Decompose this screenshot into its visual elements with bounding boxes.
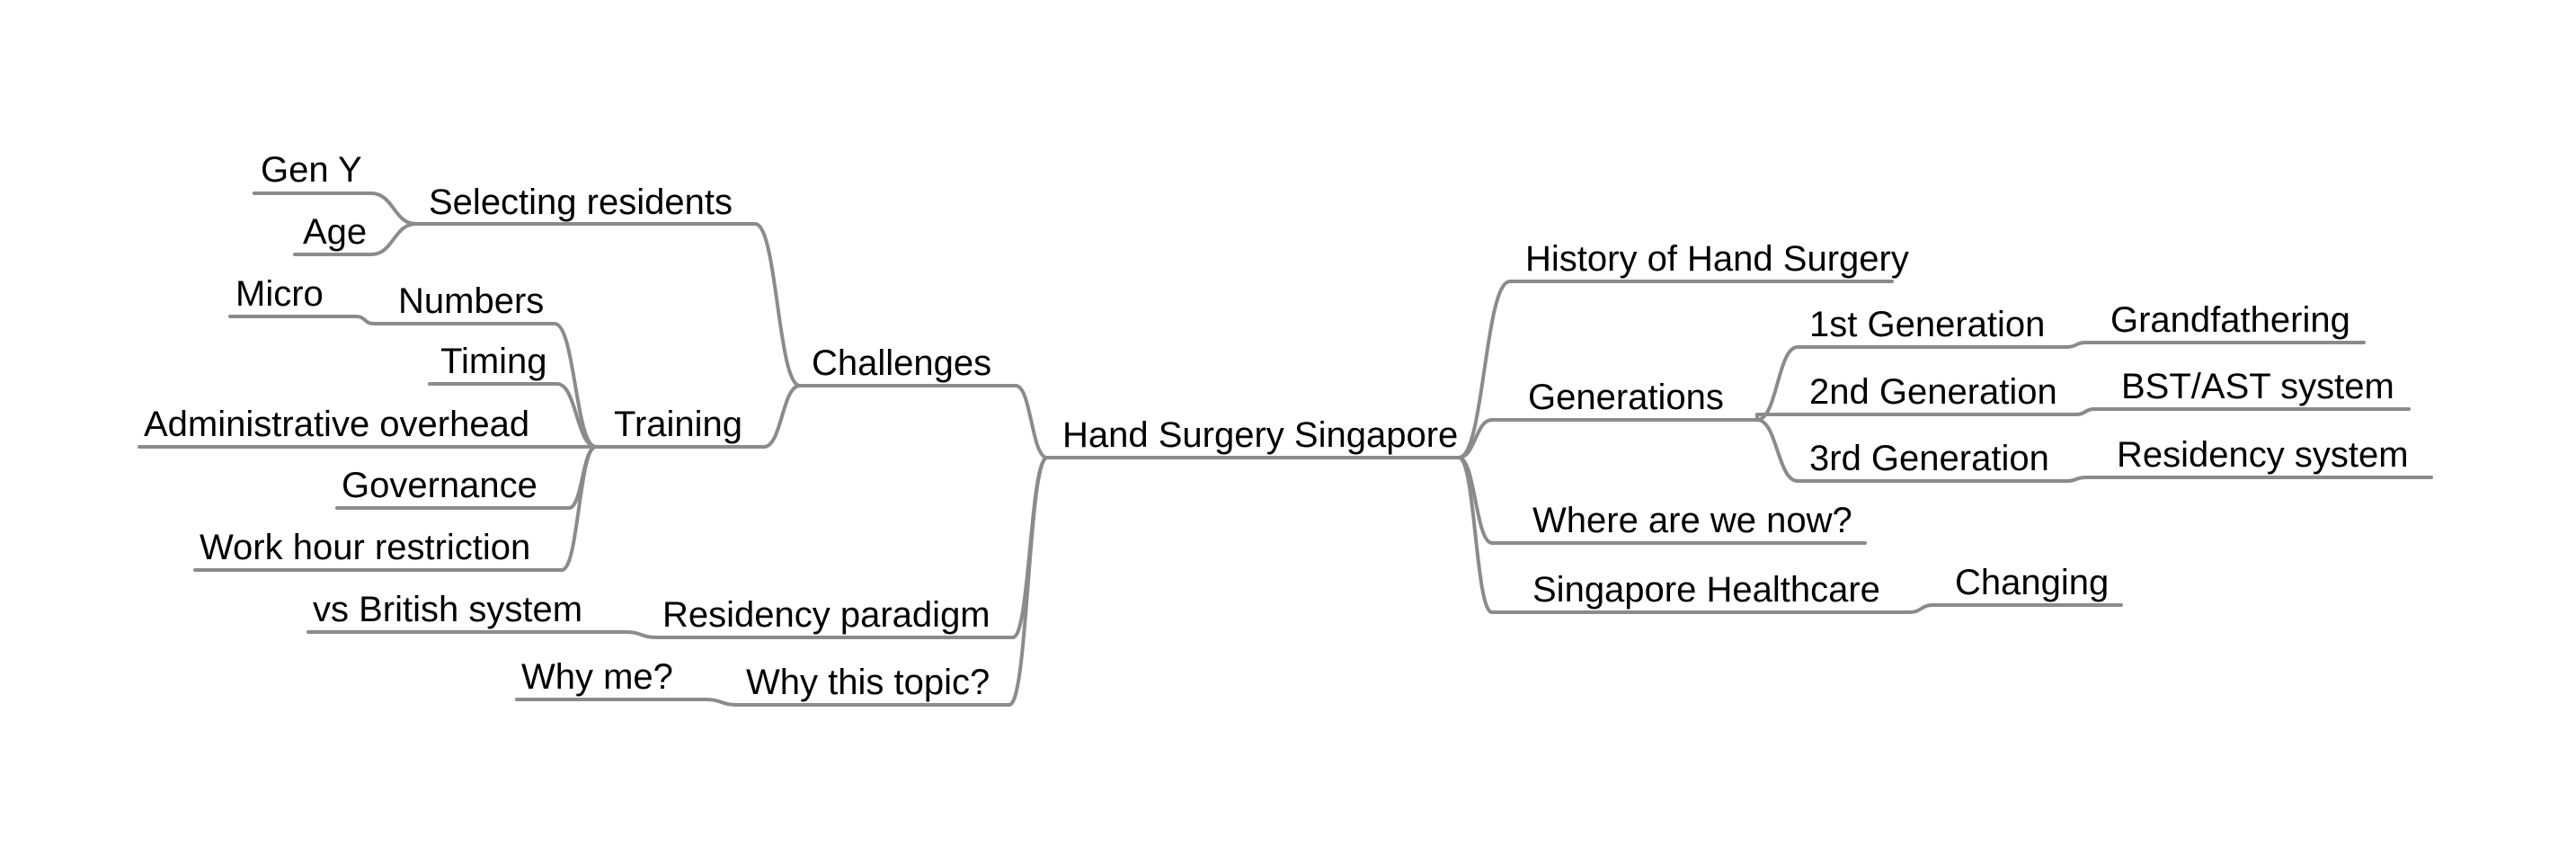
node-label-generations[interactable]: Generations <box>1528 378 1724 417</box>
node-label-root[interactable]: Hand Surgery Singapore <box>1062 415 1458 455</box>
node-label-residency-paradigm[interactable]: Residency paradigm <box>662 595 990 635</box>
edge-first-generation-to-grandfathering <box>2065 341 2087 349</box>
node-label-administrative-overhead[interactable]: Administrative overhead <box>144 405 529 444</box>
node-label-vs-british-system[interactable]: vs British system <box>313 590 582 629</box>
edge-selecting-residents-to-gen-y <box>369 191 418 226</box>
edges-layer <box>355 191 2096 707</box>
node-label-micro[interactable]: Micro <box>235 274 324 314</box>
node-label-gen-y[interactable]: Gen Y <box>261 150 362 190</box>
node-label-numbers[interactable]: Numbers <box>398 281 544 321</box>
edge-selecting-residents-to-age <box>369 222 418 256</box>
edge-challenges-to-selecting-residents <box>753 222 802 387</box>
node-label-why-me[interactable]: Why me? <box>521 657 673 697</box>
node-label-bst-ast-system[interactable]: BST/AST system <box>2121 367 2394 406</box>
edge-training-to-work-hour-restriction <box>560 445 598 572</box>
node-label-selecting-residents[interactable]: Selecting residents <box>429 183 733 222</box>
underlines-layer <box>138 191 2433 707</box>
edge-residency-paradigm-to-vs-british-system <box>625 630 658 639</box>
node-label-residency-system[interactable]: Residency system <box>2117 435 2409 475</box>
node-label-challenges[interactable]: Challenges <box>812 343 991 383</box>
node-label-changing[interactable]: Changing <box>1955 563 2109 602</box>
edge-root-to-challenges <box>1014 384 1049 459</box>
node-label-where-are-we-now[interactable]: Where are we now? <box>1532 501 1852 540</box>
node-label-training[interactable]: Training <box>614 405 742 444</box>
edge-training-to-timing <box>555 382 598 449</box>
edge-root-to-singapore-healthcare <box>1457 456 1494 614</box>
edge-root-to-history-of-hand-surgery <box>1457 280 1512 459</box>
node-label-grandfathering[interactable]: Grandfathering <box>2110 300 2350 340</box>
edge-root-to-why-this-topic <box>1008 456 1049 707</box>
node-label-second-generation[interactable]: 2nd Generation <box>1809 372 2057 412</box>
edge-generations-to-third-generation <box>1755 418 1799 483</box>
edge-second-generation-to-bst-ast-system <box>2074 407 2096 416</box>
node-label-history-of-hand-surgery[interactable]: History of Hand Surgery <box>1525 239 1909 279</box>
edge-generations-to-first-generation <box>1755 345 1799 422</box>
node-label-timing[interactable]: Timing <box>440 342 547 381</box>
node-label-work-hour-restriction[interactable]: Work hour restriction <box>200 528 530 567</box>
edge-challenges-to-training <box>762 384 802 449</box>
edge-third-generation-to-residency-system <box>2065 476 2087 483</box>
node-label-singapore-healthcare[interactable]: Singapore Healthcare <box>1532 570 1880 610</box>
node-label-governance[interactable]: Governance <box>342 466 537 505</box>
node-label-third-generation[interactable]: 3rd Generation <box>1809 439 2049 478</box>
labels-layer: Hand Surgery Singapore Challenges Selectin… <box>144 150 2409 702</box>
edge-numbers-to-micro <box>355 315 375 325</box>
edge-root-to-generations <box>1457 418 1494 459</box>
node-label-first-generation[interactable]: 1st Generation <box>1809 305 2045 344</box>
edge-why-this-topic-to-why-me <box>704 698 739 707</box>
node-label-why-this-topic[interactable]: Why this topic? <box>746 663 990 702</box>
edge-singapore-healthcare-to-changing <box>1908 603 1934 614</box>
node-label-age[interactable]: Age <box>303 212 367 252</box>
